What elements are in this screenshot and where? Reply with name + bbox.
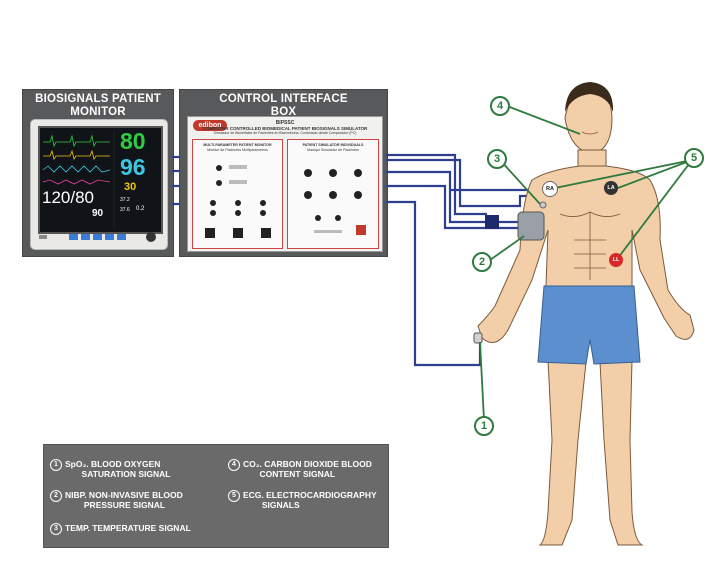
temp-sensor (539, 201, 547, 209)
callout-4: 4 (490, 96, 510, 116)
map-value: 90 (92, 208, 104, 219)
patient-monitor-device: 80 96 30 120/80 90 37.2 37.6 0.2 (30, 119, 168, 250)
simulator-title: COMPUTER CONTROLLED BIOMEDICAL PATIENT B… (202, 126, 368, 131)
monitor-panel-title: BIOSIGNALS PATIENT MONITOR (35, 93, 161, 118)
legend-num: 1 (50, 459, 62, 471)
patient-simulator-section: PATIENT SIMULATOR INDIVIDUALS Maniquí Si… (287, 139, 379, 249)
resp-value: 30 (124, 181, 137, 193)
right-leg (599, 359, 644, 546)
right-section-title: PATIENT SIMULATOR INDIVIDUALS (302, 143, 364, 147)
model-code: BIPSSC (275, 120, 295, 126)
legend-text: SpO₂. BLOOD OXYGEN SATURATION SIGNAL (65, 459, 171, 479)
body-details (559, 131, 621, 280)
control-panel-title: CONTROL INTERFACE BOX (219, 93, 348, 118)
control-interface-panel: CONTROL INTERFACE BOX edibon BIPSSC COMP… (179, 89, 388, 257)
left-section-subtitle: Monitor de Pacientes Multiparámetros (207, 148, 268, 152)
legend-text: CO₂. CARBON DIOXIDE BLOOD CONTENT SIGNAL (243, 459, 372, 479)
callout-lines (479, 105, 693, 421)
legend-num: 3 (50, 523, 62, 535)
monitor-controls (39, 232, 156, 242)
electrode-ra: RA (542, 181, 558, 197)
left-section-controls (205, 165, 271, 238)
callout-2: 2 (472, 252, 492, 272)
control-interface-box: edibon BIPSSC COMPUTER CONTROLLED BIOMED… (187, 116, 383, 252)
callout-1: 1 (474, 416, 494, 436)
cable-ecg-la (386, 153, 487, 216)
right-section-controls (304, 169, 366, 235)
right-section-subtitle: Maniquí Simulador de Pacientes (307, 148, 359, 152)
callout-3: 3 (487, 149, 507, 169)
monitor-panel: BIOSIGNALS PATIENT MONITOR 80 96 30 120/… (22, 89, 174, 257)
nibp-pump (485, 215, 499, 229)
legend-text: ECG. ELECTROCARDIOGRAPHY SIGNALS (243, 490, 377, 510)
temp1-value: 37.2 (120, 197, 130, 203)
multi-parameter-section: MULTI-PARAMETER PATIENT MONITOR Monitor … (192, 139, 283, 249)
shorts (537, 285, 641, 365)
heart-rate-value: 80 (120, 128, 146, 154)
hair (565, 82, 614, 112)
legend-num: 2 (50, 490, 62, 502)
legend-num: 5 (228, 490, 240, 502)
neck (577, 149, 607, 169)
legend-num: 4 (228, 459, 240, 471)
bp-cuff (517, 211, 545, 241)
legend-text: NIBP. NON-INVASIVE BLOOD PRESSURE SIGNAL (65, 490, 183, 510)
left-section-title: MULTI-PARAMETER PATIENT MONITOR (203, 143, 272, 147)
ecg-waveform-display (42, 130, 115, 228)
patient-body (473, 82, 695, 546)
temp-diff-value: 0.2 (136, 206, 145, 212)
callout-5: 5 (684, 148, 704, 168)
spo2-value: 96 (120, 154, 146, 180)
electrode-ll: LL (609, 253, 623, 267)
spo2-sensor (473, 332, 483, 344)
left-leg (538, 359, 587, 546)
electrode-la: LA (604, 181, 618, 195)
edibon-logo: edibon (193, 120, 227, 131)
legend-text: TEMP. TEMPERATURE SIGNAL (65, 523, 191, 533)
nibp-value: 120/80 (42, 188, 94, 207)
simulator-subtitle: Simulador de Bioseñales de Pacientes en … (213, 131, 357, 135)
monitor-screen: 80 96 30 120/80 90 37.2 37.6 0.2 (38, 126, 163, 234)
temp2-value: 37.6 (120, 207, 130, 213)
